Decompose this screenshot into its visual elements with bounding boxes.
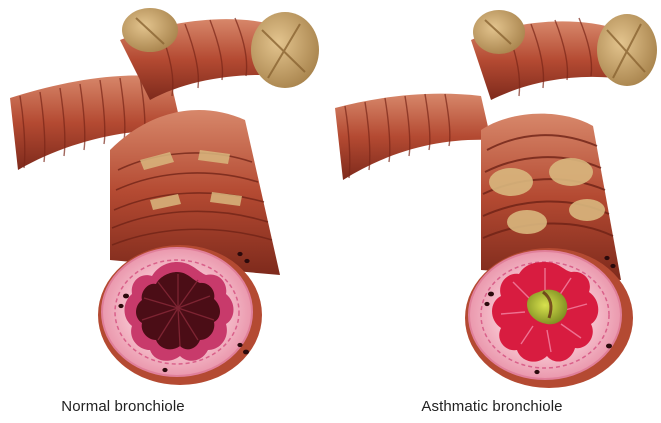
asthmatic-bronchiole-caption: Asthmatic bronchiole	[327, 398, 657, 415]
asthmatic-cross-section	[465, 248, 633, 388]
asthmatic-bronchiole-illustration	[331, 0, 661, 423]
upper-left-branch	[335, 94, 491, 180]
normal-cross-section	[98, 245, 262, 385]
normal-bronchiole-illustration	[0, 0, 330, 423]
normal-bronchiole-caption: Normal bronchiole	[0, 398, 288, 415]
normal-bronchiole-panel: Normal bronchiole	[0, 0, 330, 423]
upper-right-branch	[120, 8, 319, 100]
asthmatic-bronchiole-panel: Asthmatic bronchiole	[331, 0, 661, 423]
upper-right-branch	[471, 10, 657, 100]
